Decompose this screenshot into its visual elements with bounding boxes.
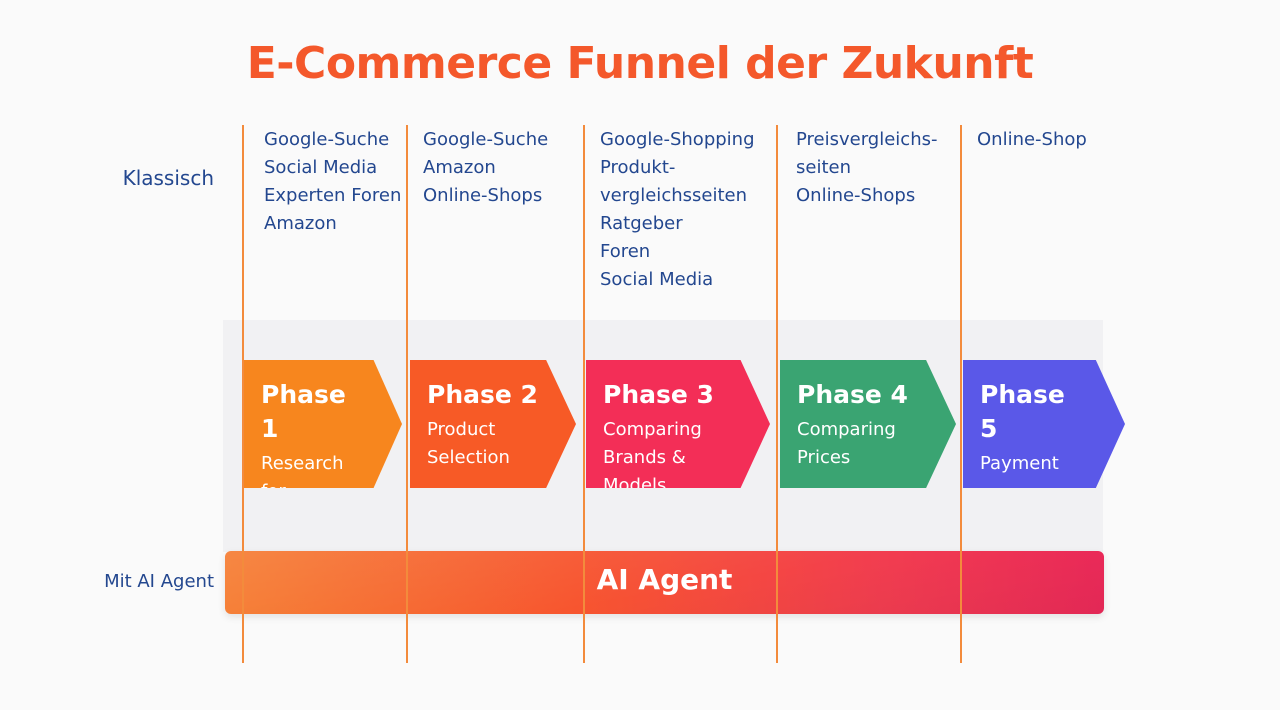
channel-item: vergleichsseiten [600, 185, 747, 206]
channel-item: seiten [796, 157, 851, 178]
ai-agent-bar-sheen [225, 551, 1104, 614]
phase-3-title: Phase 3 [603, 380, 714, 409]
phase-2-title: Phase 2 [427, 380, 538, 409]
phase-4-description: Comparing Prices [797, 419, 896, 468]
column-divider [583, 125, 585, 663]
phase-2-description: Product Selection [427, 419, 510, 468]
channel-item: Amazon [264, 213, 337, 234]
column-divider [960, 125, 962, 663]
column-divider [242, 125, 244, 663]
phase-3-description: Comparing Brands & Models [603, 419, 702, 496]
phase-5-chevron: Phase 5 Payment [963, 360, 1125, 488]
phase-1-title: Phase 1 [261, 380, 346, 443]
channel-item: Online-Shop [977, 129, 1087, 150]
ai-agent-bar: AI Agent [225, 551, 1104, 614]
column-divider [406, 125, 408, 663]
channel-item: Preisvergleichs- [796, 129, 938, 150]
phase-1-chevron: Phase 1 Research for Solution [244, 360, 402, 488]
channel-list-phase-4: Preisvergleichs- seiten Online-Shops [796, 126, 938, 210]
channel-item: Experten Foren [264, 185, 402, 206]
channel-item: Google-Suche [423, 129, 549, 150]
row-label-agent: Mit AI Agent [104, 571, 214, 592]
phase-1-description: Research for Solution [261, 453, 344, 488]
page-title: E-Commerce Funnel der Zukunft [246, 38, 1034, 89]
channel-item: Ratgeber [600, 213, 683, 234]
phase-4-chevron: Phase 4 Comparing Prices [780, 360, 956, 488]
channel-item: Online-Shops [796, 185, 916, 206]
channel-item: Google-Shopping [600, 129, 755, 150]
ai-agent-label: AI Agent [596, 563, 733, 596]
phase-5-title: Phase 5 [980, 380, 1065, 443]
row-label-classic: Klassisch [122, 166, 214, 190]
channel-list-phase-5: Online-Shop [977, 126, 1087, 154]
channel-item: Foren [600, 241, 651, 262]
channel-item: Produkt- [600, 157, 676, 178]
channel-item: Google-Suche [264, 129, 390, 150]
channel-item: Online-Shops [423, 185, 543, 206]
phase-2-chevron: Phase 2 Product Selection [410, 360, 576, 488]
channel-list-phase-1: Google-Suche Social Media Experten Foren… [264, 126, 401, 238]
channel-item: Social Media [264, 157, 378, 178]
phase-3-chevron: Phase 3 Comparing Brands & Models [586, 360, 770, 488]
phase-5-description: Payment [980, 453, 1059, 474]
channel-list-phase-3: Google-Shopping Produkt- vergleichsseite… [600, 126, 755, 294]
channel-list-phase-2: Google-Suche Amazon Online-Shops [423, 126, 548, 210]
phase-4-title: Phase 4 [797, 380, 908, 409]
column-divider [776, 125, 778, 663]
channel-item: Social Media [600, 269, 714, 290]
channel-item: Amazon [423, 157, 496, 178]
